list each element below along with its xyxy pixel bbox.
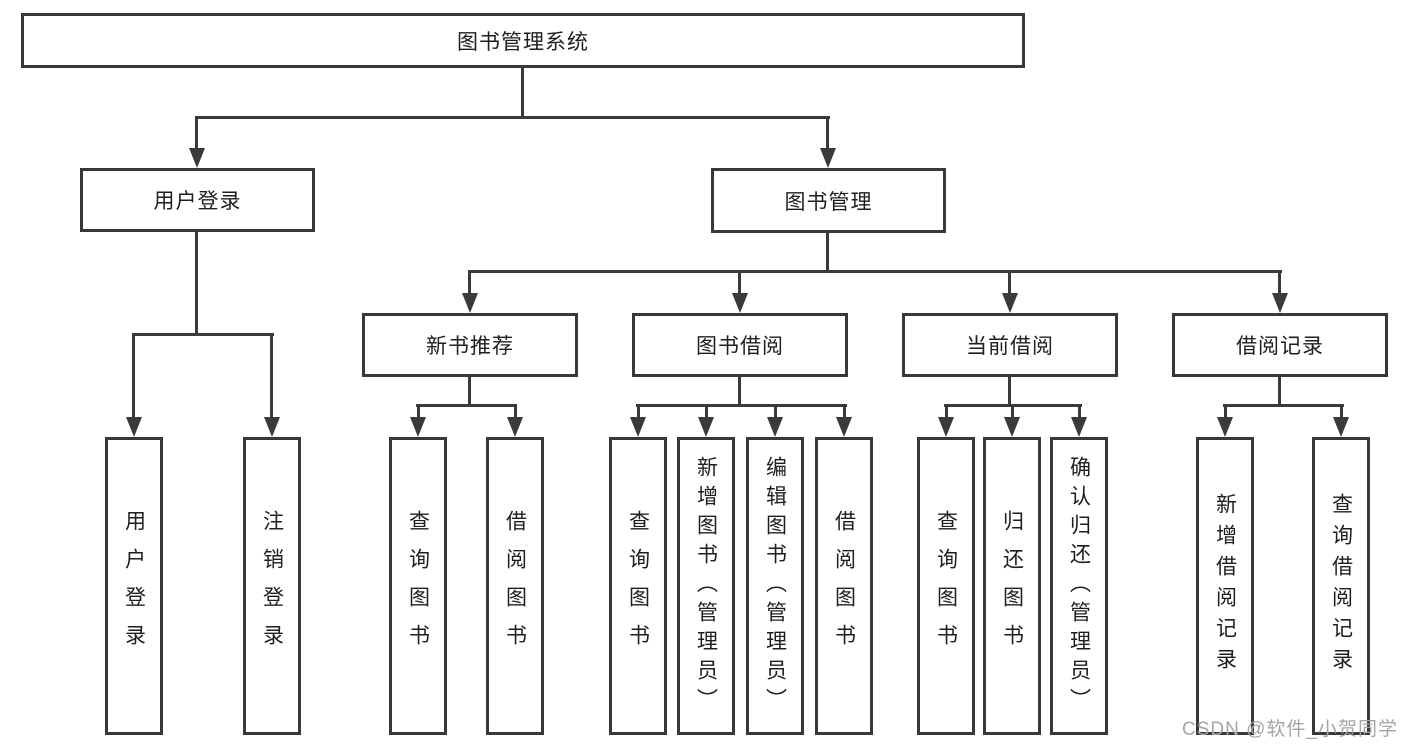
node-borrowing-records: 借阅记录: [1172, 313, 1388, 377]
arrow-down-icon: [1004, 417, 1020, 437]
connector-line: [945, 404, 948, 419]
connector-line: [1008, 375, 1011, 407]
leaf-return-book: 归还图书: [983, 437, 1041, 735]
connector-line: [416, 404, 517, 407]
node-book-management-label: 图书管理: [784, 190, 873, 214]
connector-line: [738, 270, 741, 295]
connector-line: [195, 230, 198, 336]
leaf-edit-book-admin-label: 编辑图书（管理员）: [763, 455, 787, 717]
arrow-down-icon: [410, 417, 426, 437]
node-root-label: 图书管理系统: [457, 30, 589, 54]
arrow-down-icon: [1333, 417, 1349, 437]
arrow-down-icon: [732, 293, 748, 313]
arrow-down-icon: [1002, 293, 1018, 313]
arrow-down-icon: [938, 417, 954, 437]
connector-line: [514, 404, 517, 419]
leaf-borrow-books-recommend: 借阅图书: [486, 437, 544, 735]
node-new-book-recommendation-label: 新书推荐: [426, 335, 514, 358]
connector-line: [637, 404, 640, 419]
leaf-user-login-label: 用户登录: [122, 510, 146, 662]
arrow-down-icon: [698, 417, 714, 437]
node-borrowing-records-label: 借阅记录: [1236, 335, 1324, 358]
connector-line: [270, 333, 273, 419]
connector-line: [1224, 404, 1227, 419]
leaf-query-books-borrowing: 查询图书: [609, 437, 667, 735]
connector-line: [1278, 375, 1281, 407]
connector-line: [843, 404, 846, 419]
leaf-add-borrow-record-label: 新增借阅记录: [1213, 493, 1237, 679]
leaf-query-books-recommend: 查询图书: [389, 437, 447, 735]
arrow-down-icon: [507, 417, 523, 437]
arrow-down-icon: [1217, 417, 1233, 437]
leaf-return-book-label: 归还图书: [1000, 510, 1024, 662]
connector-line: [636, 404, 847, 407]
leaf-query-borrow-record-label: 查询借阅记录: [1329, 493, 1353, 679]
leaf-user-login: 用户登录: [105, 437, 163, 735]
connector-line: [1223, 404, 1344, 407]
arrow-down-icon: [189, 148, 205, 168]
arrow-down-icon: [836, 417, 852, 437]
arrow-down-icon: [264, 417, 280, 437]
leaf-query-borrow-record: 查询借阅记录: [1312, 437, 1370, 735]
node-current-borrowing-label: 当前借阅: [966, 335, 1054, 358]
connector-line: [1340, 404, 1343, 419]
leaf-query-books-current-label: 查询图书: [934, 510, 958, 662]
connector-line: [1078, 404, 1081, 419]
leaf-edit-book-admin: 编辑图书（管理员）: [746, 437, 804, 735]
connector-line: [1011, 404, 1014, 419]
connector-line: [705, 404, 708, 419]
connector-line: [521, 66, 524, 119]
node-current-borrowing: 当前借阅: [902, 313, 1118, 377]
connector-line: [738, 375, 741, 407]
arrow-down-icon: [462, 293, 478, 313]
leaf-borrow-books-recommend-label: 借阅图书: [503, 510, 527, 662]
connector-line: [195, 116, 198, 150]
leaf-query-books-recommend-label: 查询图书: [406, 510, 430, 662]
arrow-down-icon: [630, 417, 646, 437]
connector-line: [417, 404, 420, 419]
leaf-add-book-admin-label: 新增图书（管理员）: [694, 455, 718, 717]
leaf-query-books-current: 查询图书: [917, 437, 975, 735]
leaf-add-borrow-record: 新增借阅记录: [1196, 437, 1254, 735]
arrow-down-icon: [126, 417, 142, 437]
connector-line: [195, 116, 830, 119]
arrow-down-icon: [820, 148, 836, 168]
leaf-query-books-borrowing-label: 查询图书: [626, 510, 650, 662]
node-new-book-recommendation: 新书推荐: [362, 313, 578, 377]
arrow-down-icon: [1272, 293, 1288, 313]
arrow-down-icon: [767, 417, 783, 437]
leaf-logout: 注销登录: [243, 437, 301, 735]
connector-line: [468, 375, 471, 407]
node-root: 图书管理系统: [21, 13, 1025, 68]
connector-line: [774, 404, 777, 419]
node-user-login-label: 用户登录: [153, 190, 242, 213]
connector-line: [1008, 270, 1011, 295]
connector-line: [826, 231, 829, 273]
connector-line: [468, 270, 1282, 273]
node-book-borrowing-label: 图书借阅: [696, 335, 784, 358]
leaf-borrow-books-borrowing-label: 借阅图书: [832, 510, 856, 662]
leaf-confirm-return-admin-label: 确认归还（管理员）: [1067, 455, 1091, 717]
connector-line: [132, 333, 274, 336]
watermark: CSDN @软件_小贺同学: [1182, 719, 1398, 740]
arrow-down-icon: [1071, 417, 1087, 437]
leaf-confirm-return-admin: 确认归还（管理员）: [1050, 437, 1108, 735]
leaf-logout-label: 注销登录: [260, 510, 284, 662]
connector-line: [468, 270, 471, 295]
leaf-add-book-admin: 新增图书（管理员）: [677, 437, 735, 735]
connector-line: [1278, 270, 1281, 295]
connector-line: [826, 116, 829, 150]
connector-line: [132, 333, 135, 419]
leaf-borrow-books-borrowing: 借阅图书: [815, 437, 873, 735]
node-user-login: 用户登录: [80, 168, 315, 232]
node-book-management: 图书管理: [711, 168, 946, 233]
node-book-borrowing: 图书借阅: [632, 313, 848, 377]
